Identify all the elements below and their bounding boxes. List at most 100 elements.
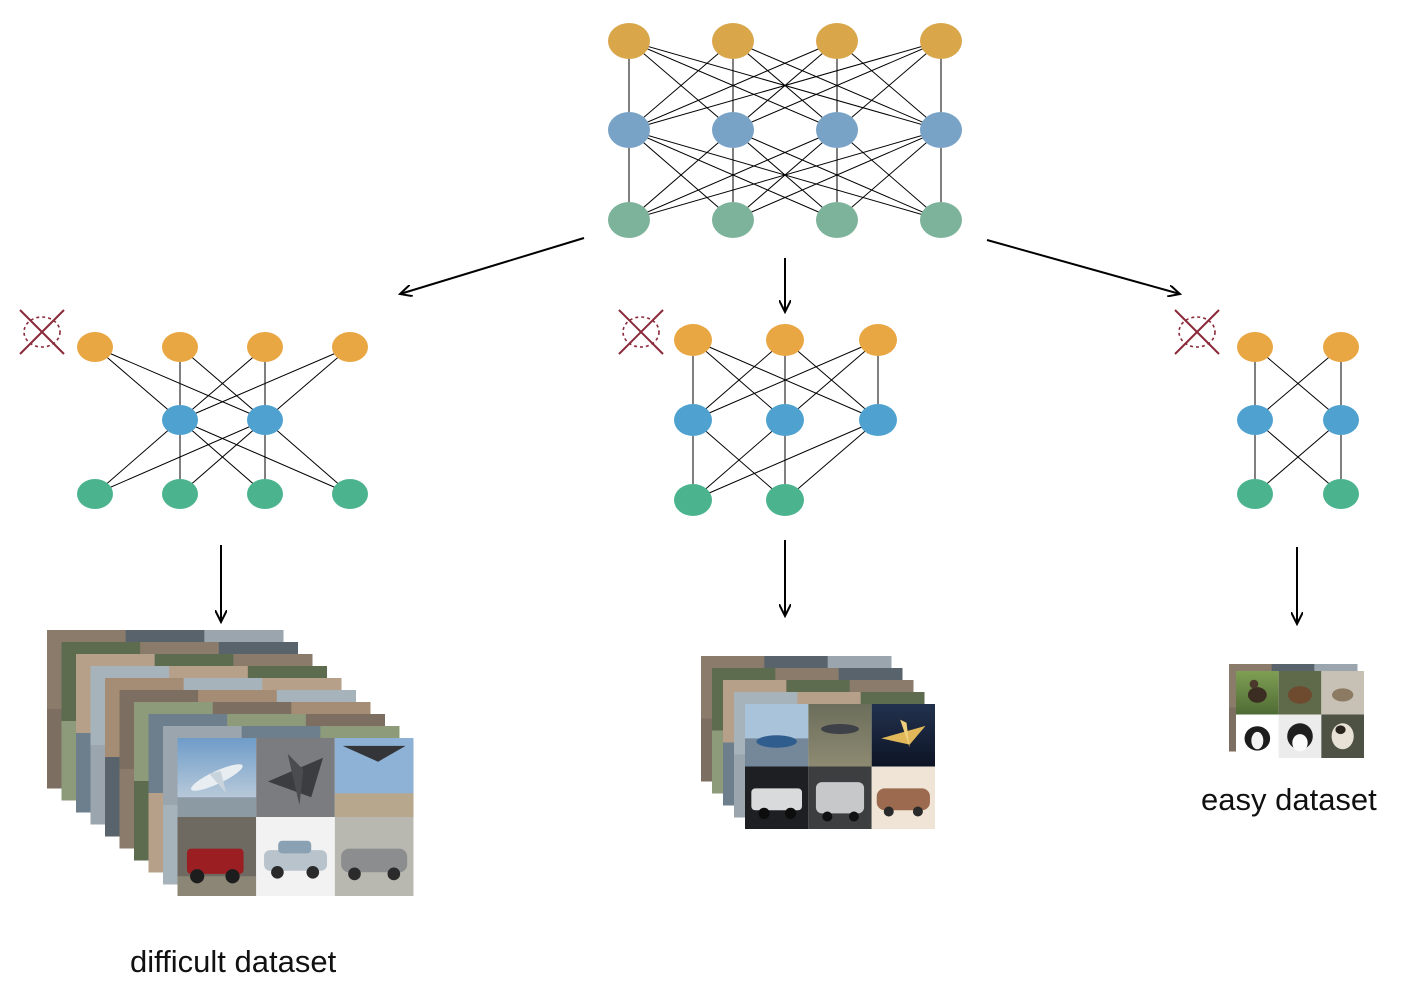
pruned-neuron-icon: [1174, 309, 1220, 355]
thumbnail-yellowplane: [871, 704, 935, 767]
connections: [628, 40, 942, 221]
input-neuron: [332, 479, 368, 509]
hidden-neuron: [766, 404, 804, 436]
thumbnail-puppy: [1236, 714, 1279, 758]
connection-line: [692, 339, 879, 421]
easy-dataset-caption: easy dataset: [1201, 782, 1377, 817]
output-neuron: [332, 332, 368, 362]
output-neuron: [1237, 332, 1273, 362]
hidden-neuron: [1323, 405, 1359, 435]
hidden-neuron: [247, 405, 283, 435]
split-arrows: [400, 237, 1180, 312]
output-neuron: [162, 332, 198, 362]
hidden-neuron: [712, 112, 754, 148]
input-neuron: [816, 202, 858, 238]
arrow-to-small-subnet: [986, 239, 1180, 294]
connection-line: [179, 419, 266, 495]
medium-dataset-stack: [701, 656, 935, 829]
connection-line: [628, 40, 942, 131]
connection-line: [836, 40, 942, 131]
thumbnail-airport: [745, 704, 809, 767]
connection-line: [784, 339, 879, 421]
connection-line: [264, 419, 351, 495]
hidden-neuron: [162, 405, 198, 435]
output-neuron: [674, 324, 712, 356]
medium-subnetwork: [674, 324, 897, 516]
output-neuron: [1323, 332, 1359, 362]
connection-line: [179, 346, 266, 421]
image-grid-icon: [745, 704, 935, 829]
thumbnail-deer: [1236, 671, 1279, 715]
connection-line: [784, 419, 879, 501]
output-neuron: [859, 324, 897, 356]
hidden-neuron: [1237, 405, 1273, 435]
thumbnail-bomber: [334, 738, 414, 817]
hidden-neuron: [859, 404, 897, 436]
connection-line: [692, 419, 879, 501]
thumbnail-redcar: [177, 817, 257, 896]
dataset-arrows: [221, 540, 1297, 624]
output-neuron: [77, 332, 113, 362]
connection-line: [732, 40, 942, 131]
connection-line: [692, 339, 786, 421]
output-neuron: [816, 23, 858, 59]
input-neuron: [77, 479, 113, 509]
connections: [94, 346, 351, 495]
thumbnail-runway: [808, 704, 872, 767]
hidden-neuron: [608, 112, 650, 148]
arrow-to-large-subnet: [400, 237, 585, 294]
connection-line: [628, 129, 838, 221]
input-neuron: [608, 202, 650, 238]
thumbnail-airliner: [177, 738, 257, 817]
connections: [692, 339, 879, 501]
thumbnail-hatchback: [808, 766, 872, 829]
image-grid-icon: [177, 738, 414, 896]
connection-line: [628, 40, 838, 131]
thumbnail-horse: [1278, 671, 1322, 715]
pruned-neuron-icon: [618, 309, 664, 355]
thumbnail-jet: [256, 738, 335, 817]
input-neuron: [920, 202, 962, 238]
connection-line: [628, 40, 734, 131]
easy-dataset-stack: [1229, 664, 1364, 758]
thumbnail-dog: [1321, 671, 1364, 715]
large-subnetwork: [77, 332, 368, 509]
connection-line: [692, 419, 786, 501]
connection-line: [1254, 346, 1342, 421]
full-network: [608, 23, 962, 238]
input-neuron: [674, 484, 712, 516]
output-neuron: [766, 324, 804, 356]
small-subnetwork: [1237, 332, 1359, 509]
connection-line: [1254, 419, 1342, 495]
connection-line: [94, 346, 181, 421]
image-grid-icon: [1236, 671, 1364, 758]
input-neuron: [247, 479, 283, 509]
output-neuron: [247, 332, 283, 362]
connection-line: [179, 346, 351, 421]
output-neuron: [608, 23, 650, 59]
thumbnail-bronzecar: [871, 766, 935, 829]
output-neuron: [920, 23, 962, 59]
input-neuron: [162, 479, 198, 509]
input-neuron: [1323, 479, 1359, 509]
connection-line: [94, 419, 266, 495]
input-neuron: [1237, 479, 1273, 509]
thumbnail-collie: [1278, 714, 1322, 758]
output-neuron: [712, 23, 754, 59]
difficult-dataset-caption: difficult dataset: [130, 944, 337, 979]
connection-line: [732, 129, 942, 221]
input-neuron: [712, 202, 754, 238]
thumbnail-sedan: [334, 817, 414, 896]
hidden-neuron: [920, 112, 962, 148]
hidden-neuron: [674, 404, 712, 436]
thumbnail-pickup: [745, 766, 809, 829]
connection-line: [836, 129, 942, 221]
connection-line: [264, 346, 351, 421]
connection-line: [628, 129, 734, 221]
input-neuron: [766, 484, 804, 516]
hidden-neuron: [816, 112, 858, 148]
thumbnail-terrier: [1321, 714, 1364, 758]
connection-line: [94, 419, 181, 495]
difficult-dataset-stack: [47, 630, 414, 896]
